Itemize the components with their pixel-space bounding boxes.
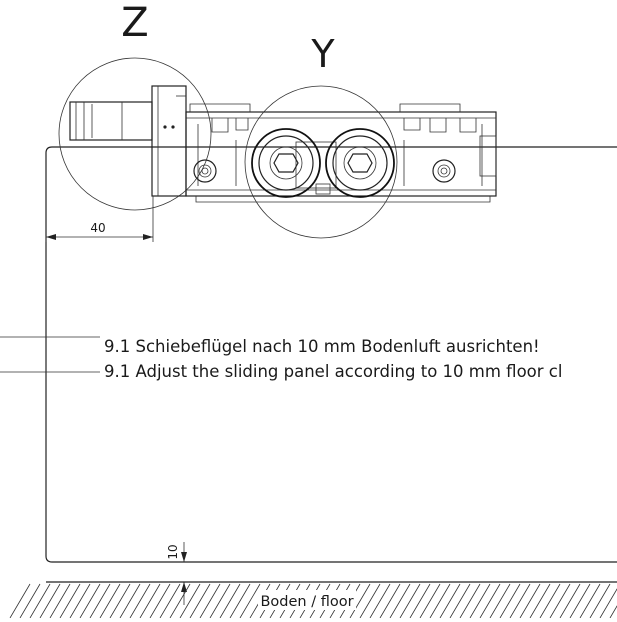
hatch-line [9, 583, 31, 619]
roller-carriage [185, 103, 497, 203]
hatch-line [39, 583, 61, 619]
hatch-line [549, 583, 571, 619]
hatch-line [119, 583, 141, 619]
detail-circle-z [58, 57, 212, 211]
hatch-line [139, 583, 161, 619]
hatch-line [499, 583, 521, 619]
hatch-line [209, 583, 231, 619]
hatch-line [89, 583, 111, 619]
dimension-10 [181, 542, 187, 605]
dimension-40 [45, 196, 154, 242]
hatch-line [69, 583, 91, 619]
hatch-line [369, 583, 391, 619]
hatch-line [429, 583, 451, 619]
instruction-german: 9.1 Schiebeflügel nach 10 mm Bodenluft a… [104, 337, 540, 356]
hatch-line [439, 583, 461, 619]
hatch-line [569, 583, 591, 619]
hatch-line [399, 583, 421, 619]
hatch-line [19, 583, 41, 619]
hatch-line [49, 583, 71, 619]
hatch-line [529, 583, 551, 619]
detail-label-y: Y [310, 32, 335, 76]
instruction-english: 9.1 Adjust the sliding panel according t… [104, 362, 562, 381]
hatch-line [519, 583, 541, 619]
hatch-line [29, 583, 51, 619]
detail-label-z: Z [121, 0, 148, 46]
hatch-line [159, 583, 181, 619]
floor-label: Boden / floor [260, 594, 353, 610]
hatch-line [179, 583, 201, 619]
hatch-line [589, 583, 611, 619]
hatch-line [449, 583, 471, 619]
hatch-line [189, 583, 211, 619]
hatch-line [359, 583, 381, 619]
hatch-line [239, 583, 261, 619]
hatch-line [149, 583, 171, 619]
hatch-line [409, 583, 431, 619]
roller-right [325, 128, 395, 198]
hatch-line [349, 583, 371, 619]
hatch-line [469, 583, 491, 619]
sliding-panel-outline [45, 146, 617, 563]
hatch-line [229, 583, 251, 619]
hatch-line [59, 583, 81, 619]
break-lines [0, 336, 100, 373]
roller-left [251, 128, 321, 198]
hatch-line [559, 583, 581, 619]
floor-label-background [258, 590, 356, 610]
hatch-line [99, 583, 121, 619]
hatch-line [219, 583, 241, 619]
hatch-line [389, 583, 411, 619]
hatch-line [419, 583, 441, 619]
hatch-line [169, 583, 191, 619]
hatch-line [379, 583, 401, 619]
dimension-10-label: 10 [166, 544, 180, 559]
hatch-line [489, 583, 511, 619]
hatch-line [579, 583, 601, 619]
hatch-line [79, 583, 101, 619]
dimension-40-label: 40 [90, 221, 105, 235]
hatch-line [459, 583, 481, 619]
hatch-line [539, 583, 561, 619]
hatch-line [479, 583, 501, 619]
hatch-line [129, 583, 151, 619]
hatch-line [609, 605, 617, 619]
hatch-line [199, 583, 221, 619]
hatch-line [599, 588, 617, 619]
hatch-line [509, 583, 531, 619]
detail-circle-y [244, 85, 398, 239]
hatch-line [109, 583, 131, 619]
